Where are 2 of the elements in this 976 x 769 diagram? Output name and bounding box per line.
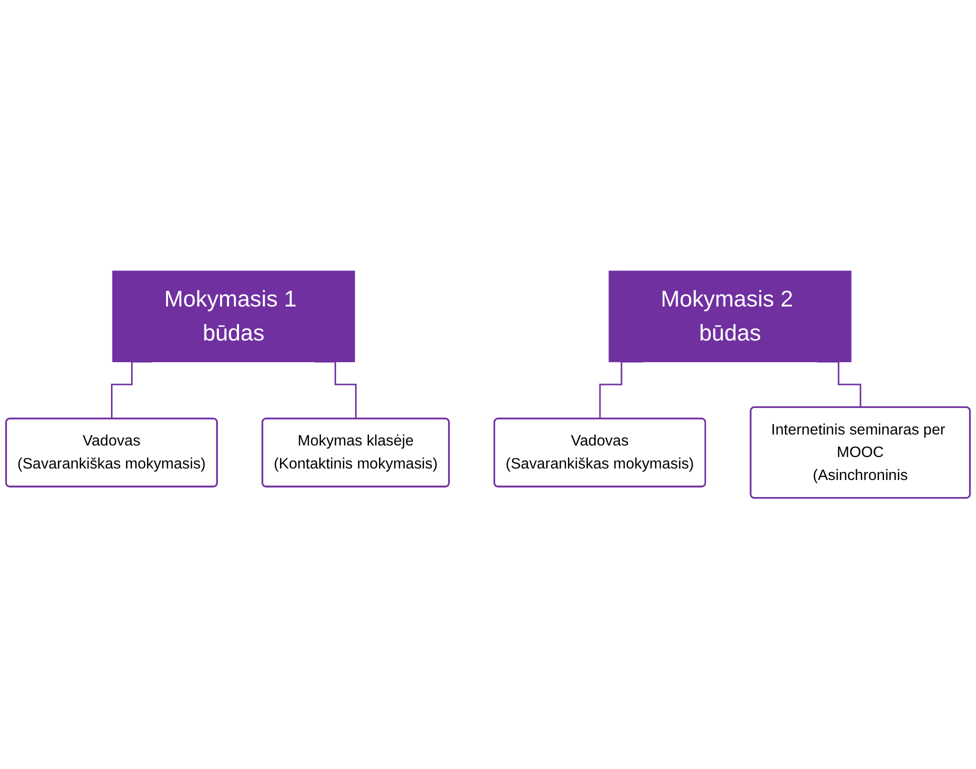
node-box: Mokymasis 1 būdas — [112, 270, 355, 362]
node-box: Mokymasis 2 būdas — [608, 270, 852, 362]
